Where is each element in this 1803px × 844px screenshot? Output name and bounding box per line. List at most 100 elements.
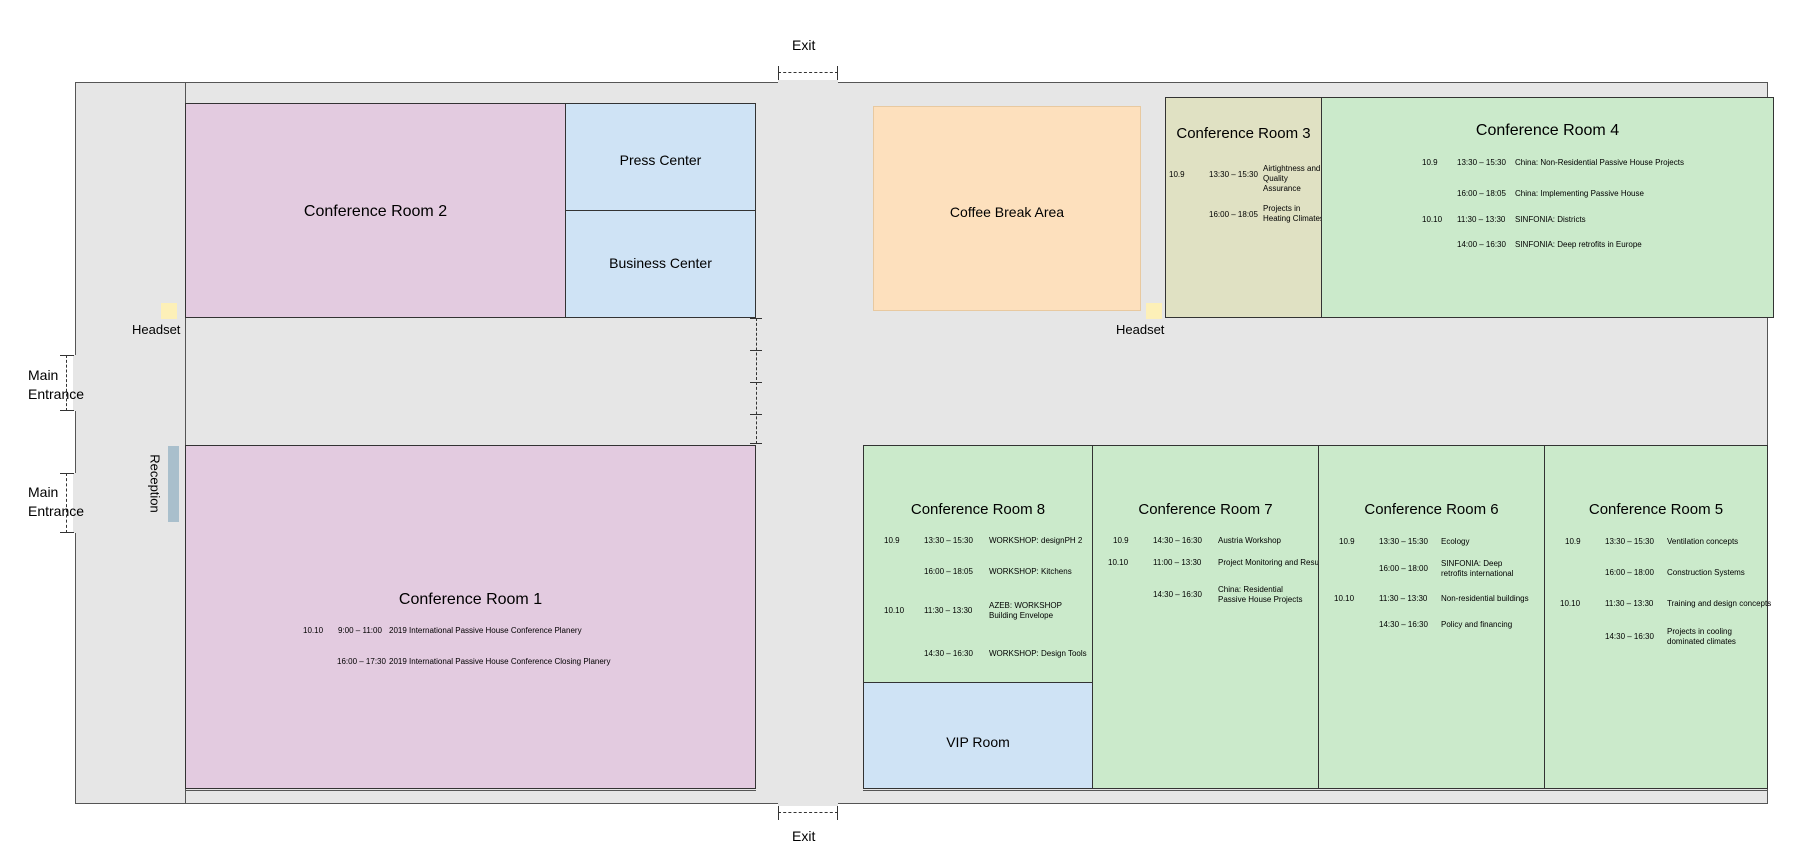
session-name: SINFONIA: Deep retrofits international: [1441, 559, 1514, 578]
conference-room-4: Conference Room 4 10.9 13:30 – 15:30 Chi…: [1321, 97, 1774, 318]
business-center-title: Business Center: [609, 255, 712, 271]
exit-bottom-label: Exit: [792, 828, 816, 844]
headset-right-label: Headset: [1116, 322, 1165, 337]
session: 10.9 13:30 – 15:30 Ecology: [1339, 537, 1539, 551]
session-time: 11:30 – 13:30: [1605, 599, 1654, 608]
conference-room-1: Conference Room 1 10.10 9:00 – 11:00 201…: [185, 445, 756, 789]
conference-room-6-title: Conference Room 6: [1364, 501, 1499, 518]
session: 16:00 – 18:05 China: Implementing Passiv…: [1422, 189, 1762, 203]
session-name: WORKSHOP: Design Tools: [989, 649, 1087, 658]
session-time: 16:00 – 18:05: [1457, 189, 1506, 198]
session-name: Austria Workshop: [1218, 536, 1281, 545]
session: 10.10 11:30 – 13:30 Training and design …: [1560, 599, 1771, 613]
corridor-partition: [756, 318, 757, 444]
main-entrance-1-label: Main Entrance: [28, 367, 85, 402]
session-name: Construction Systems: [1667, 568, 1745, 577]
conference-room-8-title: Conference Room 8: [910, 501, 1046, 518]
session: 14:30 – 16:30 China: Residential Passive…: [1113, 585, 1313, 612]
session-date: 10.10: [1422, 215, 1443, 224]
session-date: 10.10: [1334, 594, 1355, 603]
session-date: 10.10: [1108, 558, 1129, 567]
session-time: 14:30 – 16:30: [1605, 632, 1654, 641]
headset-station-right: [1146, 303, 1162, 319]
session: 16:00 – 18:00 Construction Systems: [1565, 568, 1765, 582]
session-time: 14:30 – 16:30: [1153, 590, 1202, 599]
session: 10.10 9:00 – 11:00 2019 International Pa…: [303, 626, 603, 638]
session-time: 14:00 – 16:30: [1457, 240, 1506, 249]
reception-label: Reception: [147, 454, 163, 513]
session-date: 10.10: [884, 606, 905, 615]
session-date: 10.9: [884, 536, 900, 545]
session: 10.10 11:30 – 13:30 SINFONIA: Districts: [1422, 215, 1762, 229]
headset-station-left: [161, 303, 177, 319]
session-time: 14:30 – 16:30: [1153, 536, 1202, 545]
reception-desk: [168, 446, 179, 522]
session-time: 14:30 – 16:30: [1379, 620, 1428, 629]
exit-bottom-door: [778, 812, 838, 813]
session-time: 13:30 – 15:30: [1379, 537, 1428, 546]
exit-top-label: Exit: [792, 37, 816, 53]
session-time: 13:30 – 15:30: [1457, 158, 1506, 167]
main-entrance-2-door: [66, 473, 67, 533]
session: 10.10 11:30 – 13:30 AZEB: WORKSHOP Build…: [884, 601, 1089, 626]
coffee-break-area: Coffee Break Area: [873, 106, 1141, 311]
main-entrance-2-label: Main Entrance: [28, 484, 85, 519]
session-time: 13:30 – 15:30: [1605, 537, 1654, 546]
conference-room-6: Conference Room 6 10.9 13:30 – 15:30 Eco…: [1318, 445, 1545, 789]
main-entrance-1-door: [66, 355, 67, 411]
session-time: 11:30 – 13:30: [924, 606, 973, 615]
session-name: WORKSHOP: designPH 2: [989, 536, 1083, 545]
session: 10.9 13:30 – 15:30 Airtightness and Qual…: [1169, 164, 1320, 198]
session-name: Projects in Heating Climates: [1263, 204, 1324, 223]
business-center: Business Center: [565, 210, 756, 318]
session: 16:00 – 18:05 WORKSHOP: Kitchens: [884, 567, 1089, 587]
conference-room-1-title: Conference Room 1: [398, 591, 543, 608]
session-name: SINFONIA: Deep retrofits in Europe: [1515, 240, 1642, 249]
session-time: 11:30 – 13:30: [1457, 215, 1506, 224]
session-date: 10.9: [1339, 537, 1355, 546]
session-date: 10.10: [303, 626, 324, 635]
vip-room-title: VIP Room: [946, 734, 1010, 750]
session-date: 10.9: [1422, 158, 1438, 167]
session-name: Ecology: [1441, 537, 1470, 546]
session-name: China: Residential Passive House Project…: [1218, 585, 1303, 604]
session-time: 16:00 – 18:05: [924, 567, 973, 576]
session: 16:00 – 18:05 Projects in Heating Climat…: [1169, 204, 1324, 238]
conference-room-5-title: Conference Room 5: [1588, 501, 1724, 518]
vip-room: VIP Room: [863, 682, 1093, 789]
session: 14:00 – 16:30 SINFONIA: Deep retrofits i…: [1422, 240, 1762, 254]
session: 14:30 – 16:30 Projects in cooling domina…: [1565, 627, 1765, 654]
conference-room-4-title: Conference Room 4: [1475, 122, 1620, 139]
conference-room-7-title: Conference Room 7: [1138, 501, 1273, 518]
exit-top-door: [778, 72, 838, 73]
session-time: 11:00 – 13:30: [1153, 558, 1202, 567]
session-name: China: Non-Residential Passive House Pro…: [1515, 158, 1684, 167]
press-center: Press Center: [565, 103, 756, 211]
session: 16:00 – 18:00 SINFONIA: Deep retrofits i…: [1339, 559, 1539, 586]
session-time: 16:00 – 18:00: [1605, 568, 1654, 577]
session-name: SINFONIA: Districts: [1515, 215, 1586, 224]
conference-room-2: Conference Room 2: [185, 103, 566, 318]
session: 14:30 – 16:30 WORKSHOP: Design Tools: [884, 649, 1089, 669]
conference-room-3-title: Conference Room 3: [1176, 125, 1311, 142]
session: 16:00 – 17:30 2019 International Passive…: [303, 657, 610, 669]
conference-room-2-title: Conference Room 2: [303, 203, 448, 220]
session: 14:30 – 16:30 Policy and financing: [1339, 620, 1539, 634]
session-time: 16:00 – 17:30: [337, 657, 386, 666]
session-date: 10.10: [1560, 599, 1581, 608]
session-time: 11:30 – 13:30: [1379, 594, 1428, 603]
headset-left-label: Headset: [132, 322, 181, 337]
session-time: 16:00 – 18:05: [1209, 210, 1258, 219]
session-time: 13:30 – 15:30: [1209, 170, 1258, 179]
session-name: 2019 International Passive House Confere…: [389, 657, 611, 666]
session-time: 16:00 – 18:00: [1379, 564, 1428, 573]
session-name: Project Monitoring and Results: [1218, 558, 1327, 567]
session-name: AZEB: WORKSHOP Building Envelope: [989, 601, 1062, 620]
session: 10.10 11:00 – 13:30 Project Monitoring a…: [1108, 558, 1327, 572]
left-wall: [185, 82, 186, 804]
session-name: WORKSHOP: Kitchens: [989, 567, 1072, 576]
conference-room-7: Conference Room 7 10.9 14:30 – 16:30 Aus…: [1092, 445, 1327, 789]
conference-room-8: Conference Room 8 10.9 13:30 – 15:30 WOR…: [863, 445, 1093, 683]
session-name: Policy and financing: [1441, 620, 1513, 629]
session-date: 10.9: [1169, 170, 1185, 179]
